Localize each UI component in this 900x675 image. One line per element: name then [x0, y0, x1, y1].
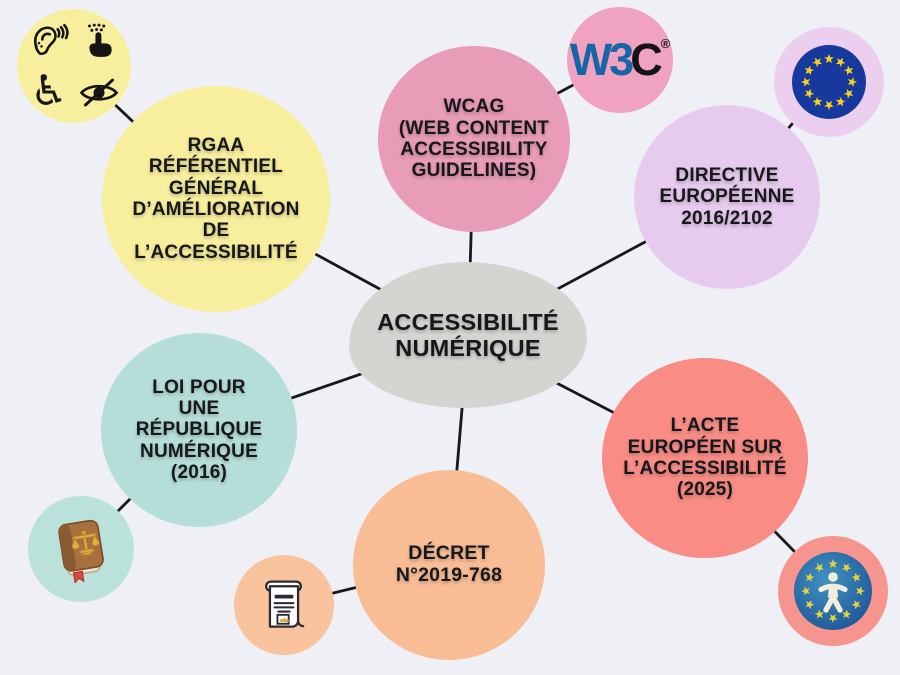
- node-rgaa-label: RGAA RÉFÉRENTIEL GÉNÉRAL D’AMÉLIORATION …: [132, 135, 300, 263]
- node-loi-republique-numerique: LOI POUR UNE RÉPUBLIQUE NUMÉRIQUE (2016): [101, 333, 297, 527]
- node-wcag-label: WCAG (WEB CONTENT ACCESSIBILITY GUIDELIN…: [398, 96, 550, 182]
- w3c-logo-c: C: [630, 34, 662, 85]
- scales-of-justice-icon: [71, 530, 100, 556]
- node-acte-label: L’ACTE EUROPÉEN SUR L’ACCESSIBILITÉ (202…: [623, 415, 787, 501]
- accessibility-person-icon: [818, 572, 848, 613]
- eu-flag-badge: [774, 27, 884, 137]
- node-directive-europeenne: DIRECTIVE EUROPÉENNE 2016/2102: [634, 105, 820, 289]
- disability-icons-grid: ♿: [25, 17, 123, 115]
- center-topic-label: ACCESSIBILITÉ NUMÉRIQUE: [377, 308, 559, 361]
- disability-icons-badge: ♿: [17, 9, 131, 123]
- scroll-icon: [265, 580, 305, 628]
- node-loi-label: LOI POUR UNE RÉPUBLIQUE NUMÉRIQUE (2016): [135, 376, 263, 483]
- law-book-badge: [28, 496, 134, 602]
- node-rgaa: RGAA RÉFÉRENTIEL GÉNÉRAL D’AMÉLIORATION …: [102, 86, 330, 312]
- decree-scroll-badge: [234, 555, 334, 655]
- node-acte-europeen: L’ACTE EUROPÉEN SUR L’ACCESSIBILITÉ (202…: [602, 358, 808, 558]
- law-book-icon: [58, 519, 104, 583]
- node-decret-label: DÉCRET N°2019-768: [395, 542, 503, 586]
- node-decret: DÉCRET N°2019-768: [353, 470, 545, 660]
- low-vision-icon: [79, 78, 119, 107]
- node-directive-label: DIRECTIVE EUROPÉENNE 2016/2102: [659, 165, 795, 229]
- eu-flag-icon: [792, 45, 866, 119]
- wheelchair-icon: ♿: [30, 66, 68, 115]
- hearing-icon: [34, 23, 69, 55]
- center-topic: ACCESSIBILITÉ NUMÉRIQUE: [349, 262, 587, 408]
- eu-accessibility-act-badge: [778, 536, 888, 646]
- w3c-logo-w3: W3: [569, 34, 634, 85]
- braille-touch-icon: [87, 23, 112, 57]
- w3c-registered-mark: ®: [660, 36, 671, 51]
- node-wcag: WCAG (WEB CONTENT ACCESSIBILITY GUIDELIN…: [378, 46, 570, 232]
- eu-accessibility-icon: [794, 552, 872, 630]
